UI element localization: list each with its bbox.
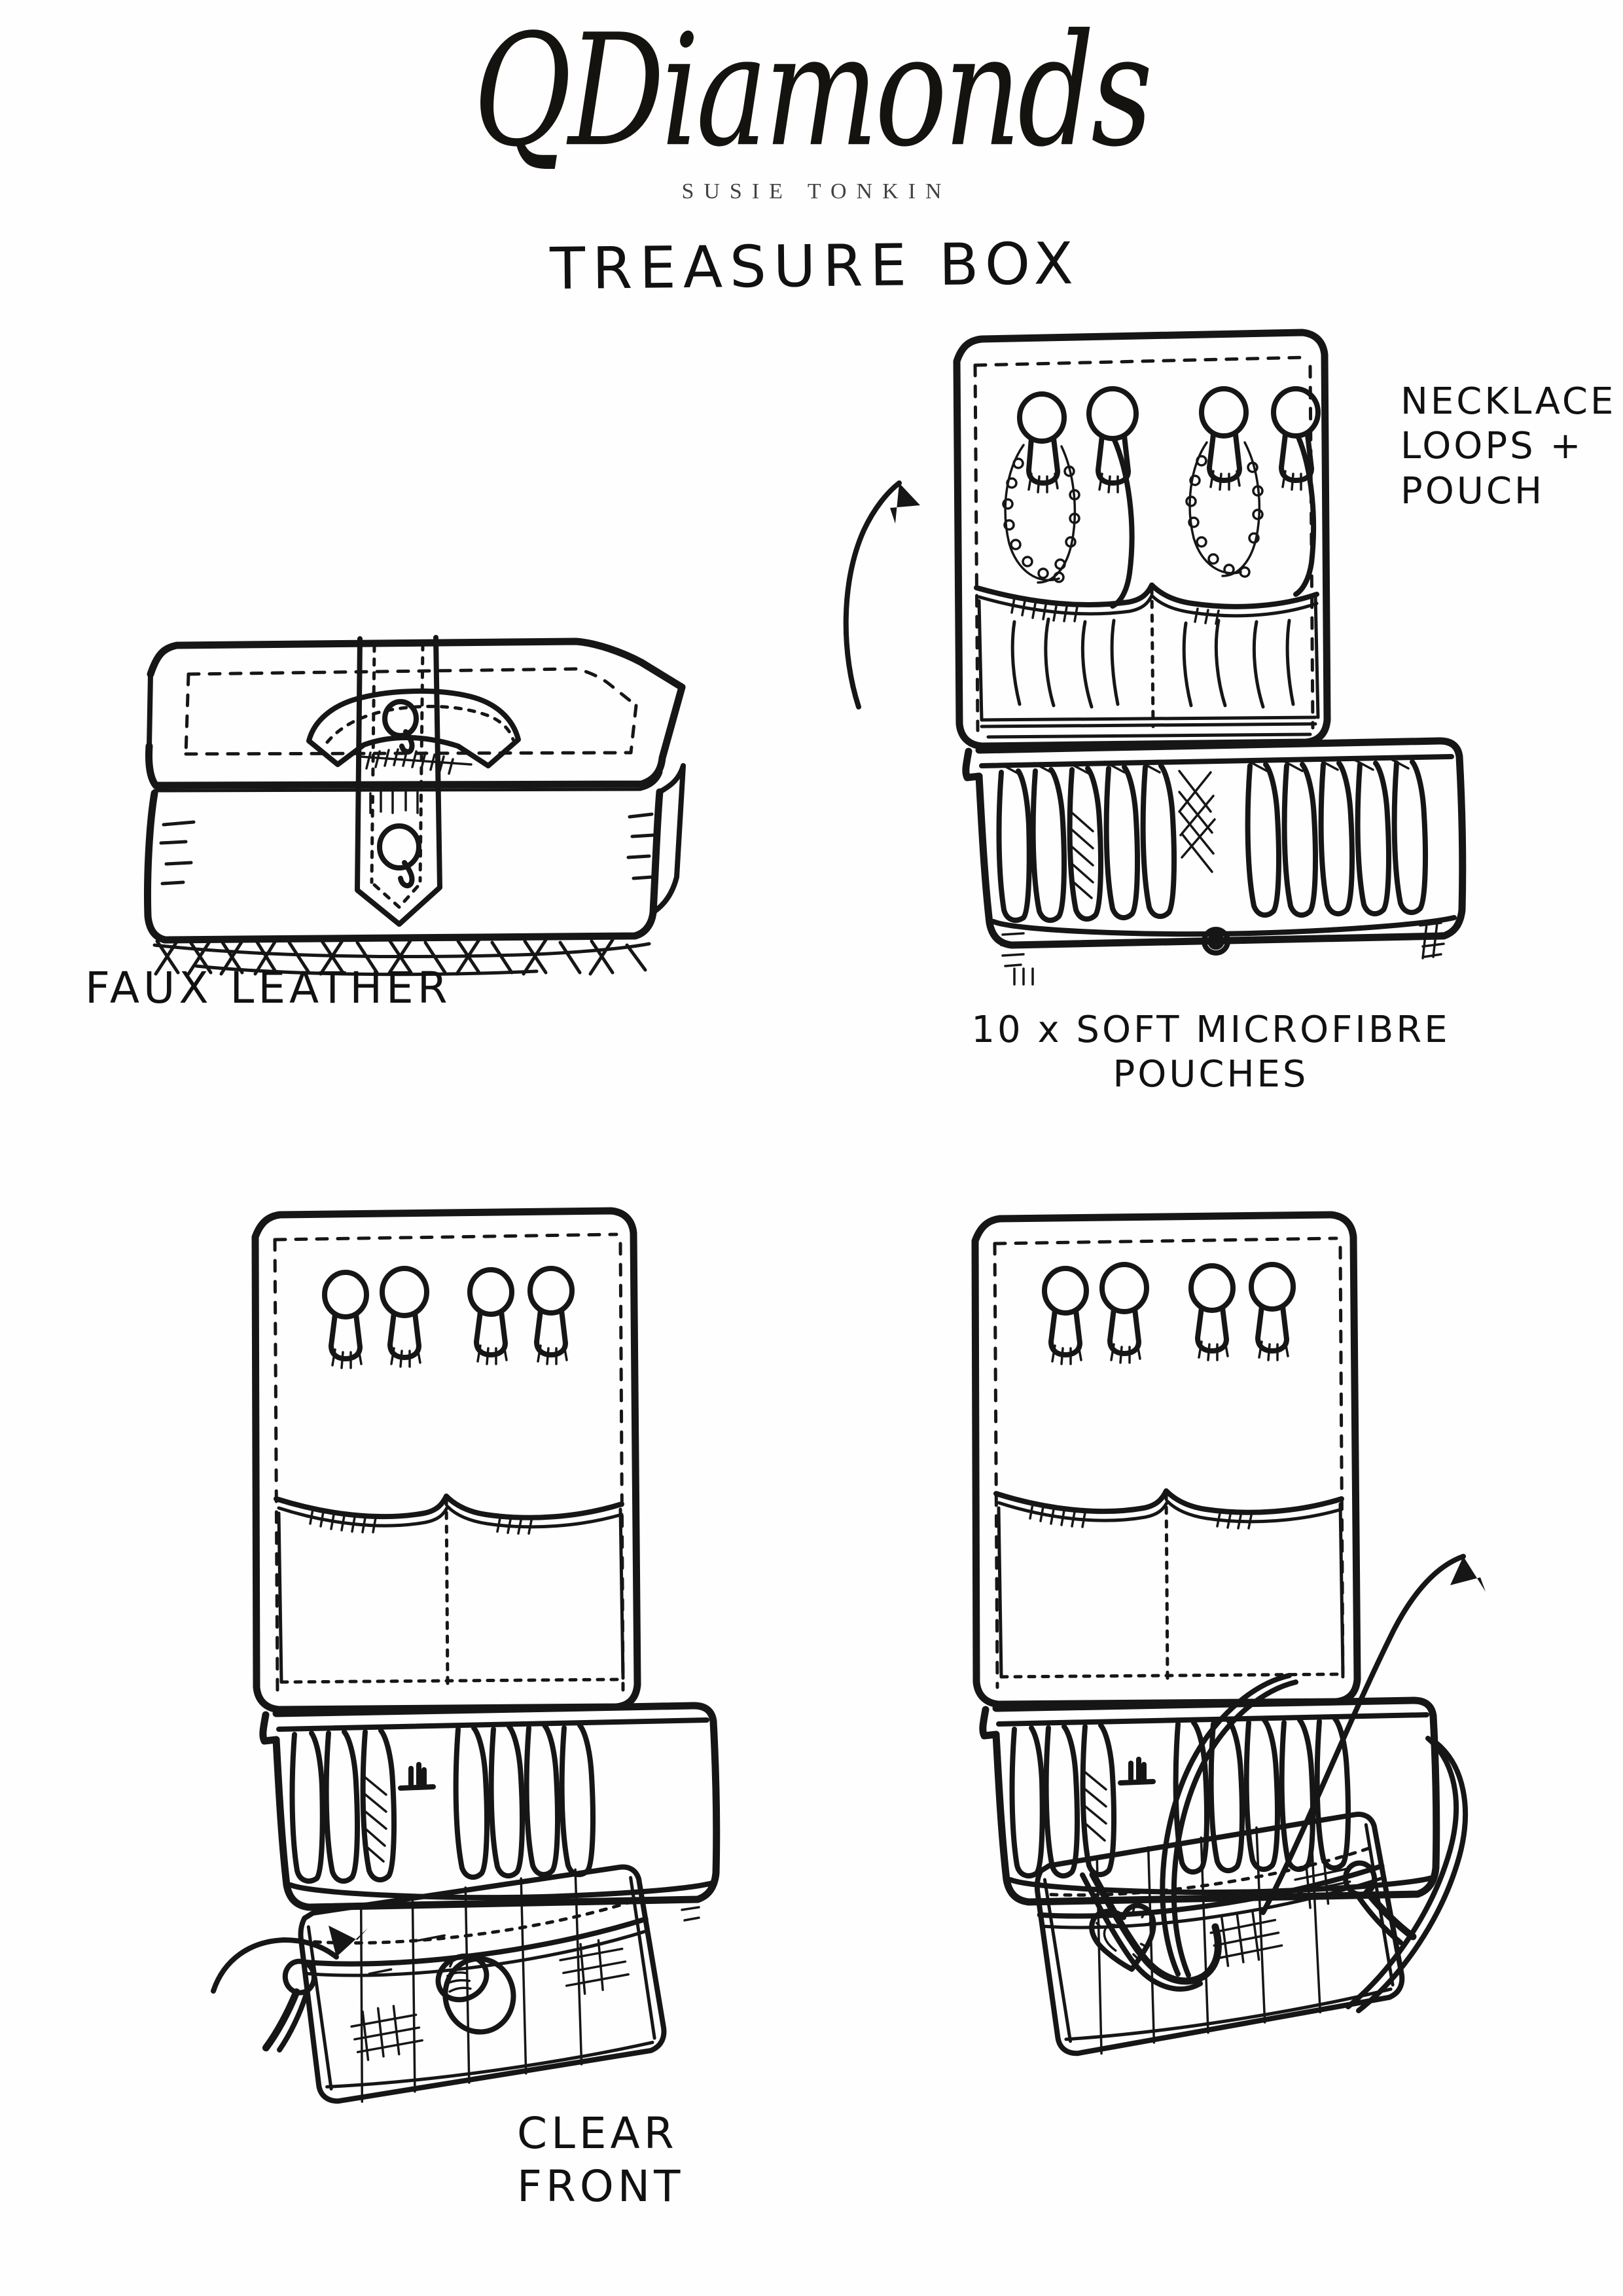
figure-clear-front-pouch: CLEAR FRONT <box>151 1198 818 2212</box>
caption-faux-leather: FAUX LEATHER <box>85 963 452 1013</box>
figure-open-box-pouches: NECKLACE LOOPS + POUCH 10 x SOFT MICROFI… <box>843 314 1613 1096</box>
caption-microfibre-pouches: 10 x SOFT MICROFIBRE POUCHES <box>971 1009 1450 1096</box>
designer-name: SUSIE TONKIN <box>681 179 952 204</box>
caption-clear-front: CLEAR FRONT <box>517 2108 685 2212</box>
brand-logo: QDiamonds <box>473 1 1153 181</box>
annotation-necklace-loops: NECKLACE LOOPS + POUCH <box>1400 380 1616 512</box>
figure-necklace-pouch <box>897 1198 1590 2088</box>
figure-closed-box: FAUX LEATHER <box>85 458 772 1013</box>
page-title: TREASURE BOX <box>549 229 1081 303</box>
brand-header: QDiamonds SUSIE TONKIN <box>0 14 1623 204</box>
